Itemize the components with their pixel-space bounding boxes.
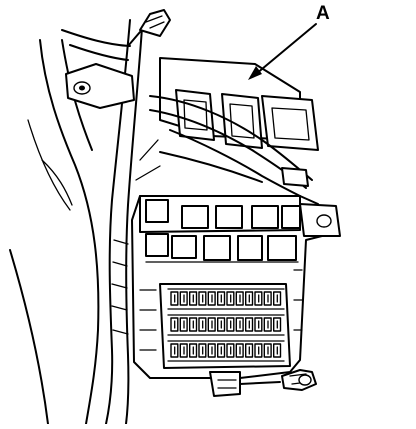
fuse-row-rail: [167, 314, 285, 336]
mounting-bracket-left: [65, 63, 135, 109]
upper-connectors: [135, 57, 319, 197]
bolt-bottom: [281, 369, 317, 391]
callout-leader-line: [248, 23, 317, 80]
bottom-bracket: [209, 371, 281, 397]
fuse-row-rail: [167, 340, 285, 362]
body-panel-left: [9, 39, 100, 425]
fuse-array: [167, 288, 285, 362]
fuse-row-rail: [167, 288, 285, 310]
bolt-top: [127, 9, 171, 47]
callout-label-a: A: [316, 3, 330, 24]
